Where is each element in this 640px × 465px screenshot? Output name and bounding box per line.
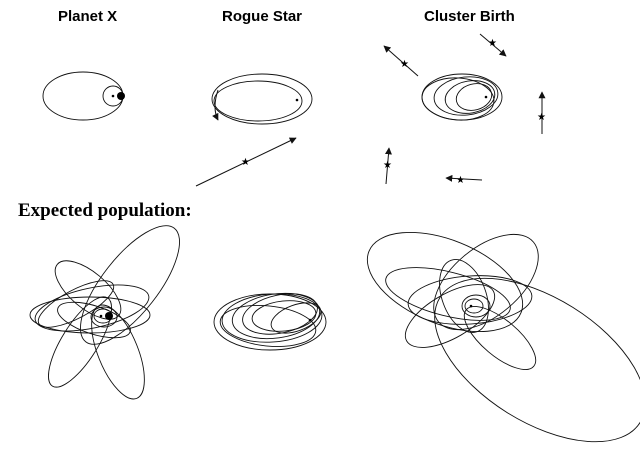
cluster-star-icon-s: ★ [456,175,465,186]
expected-orbit [433,233,539,331]
expected-orbit [404,284,496,348]
rogue-star-orbit-outer [211,73,313,125]
expected-cluster-birth-group [366,231,640,443]
cluster-orbit-3 [444,80,496,114]
cluster-orbit-2 [433,76,499,116]
expected-orbit [463,306,537,370]
expected-orbit [366,231,524,333]
expected-orbit [34,284,150,332]
expected-orbit [54,260,122,320]
expected-orbit [231,292,321,340]
expected-orbit [439,259,489,333]
rogue-star-icon: ★ [241,157,250,168]
sun-dot [308,318,312,322]
planet-x-panel [42,71,125,121]
cluster-orbit-4 [455,83,493,111]
expected-orbit [385,267,511,321]
sun-dot [295,98,299,102]
sun-dot [99,314,103,318]
planet-x-title: Planet X [58,8,118,25]
rogue-star-path-arrow [195,137,297,187]
expected-inner-orbit [461,294,491,318]
expected-orbit [37,280,115,328]
expected-planet-x-group [29,225,180,400]
expected-orbit [57,301,131,339]
sun-dot [111,94,115,98]
expected-rogue-star-group [213,292,327,351]
planet-x-body [117,92,125,100]
cluster-star-icon-e: ★ [537,112,546,123]
orbit-perturbation-arrow [212,89,219,121]
rogue-star-panel: ★ [195,73,313,187]
expected-inner-orbit [90,306,118,328]
expected-inner-orbit [464,298,484,314]
cluster-star-arrow-ne [479,33,507,57]
planet-x-orbit [42,71,124,121]
expected-orbit [219,305,317,347]
expected-population-heading: Expected population: [18,200,192,221]
cluster-star-arrow-s [445,174,483,182]
cluster-birth-title: Cluster Birth [424,8,515,25]
sun-dot [469,304,473,308]
expected-orbit [242,293,318,335]
cluster-star-icon-nw: ★ [400,59,409,70]
cluster-orbit-5 [421,77,495,121]
cluster-birth-panel: ★ ★ ★ ★ ★ [383,33,546,186]
rogue-star-orbit-inner [213,80,303,122]
cluster-star-arrow-nw [383,45,419,77]
rogue-star-title: Rogue Star [222,8,303,25]
planet-x-body [105,312,113,320]
expected-orbit [434,277,640,443]
expected-orbit [221,293,323,343]
expected-orbit [270,302,322,334]
expected-orbit [80,225,180,345]
cluster-star-arrow-sw [384,147,392,185]
cluster-star-icon-sw: ★ [383,160,392,171]
expected-orbit [407,275,533,325]
cluster-star-icon-ne: ★ [488,38,497,49]
expected-orbit [251,300,317,332]
sun-dot [484,95,488,99]
